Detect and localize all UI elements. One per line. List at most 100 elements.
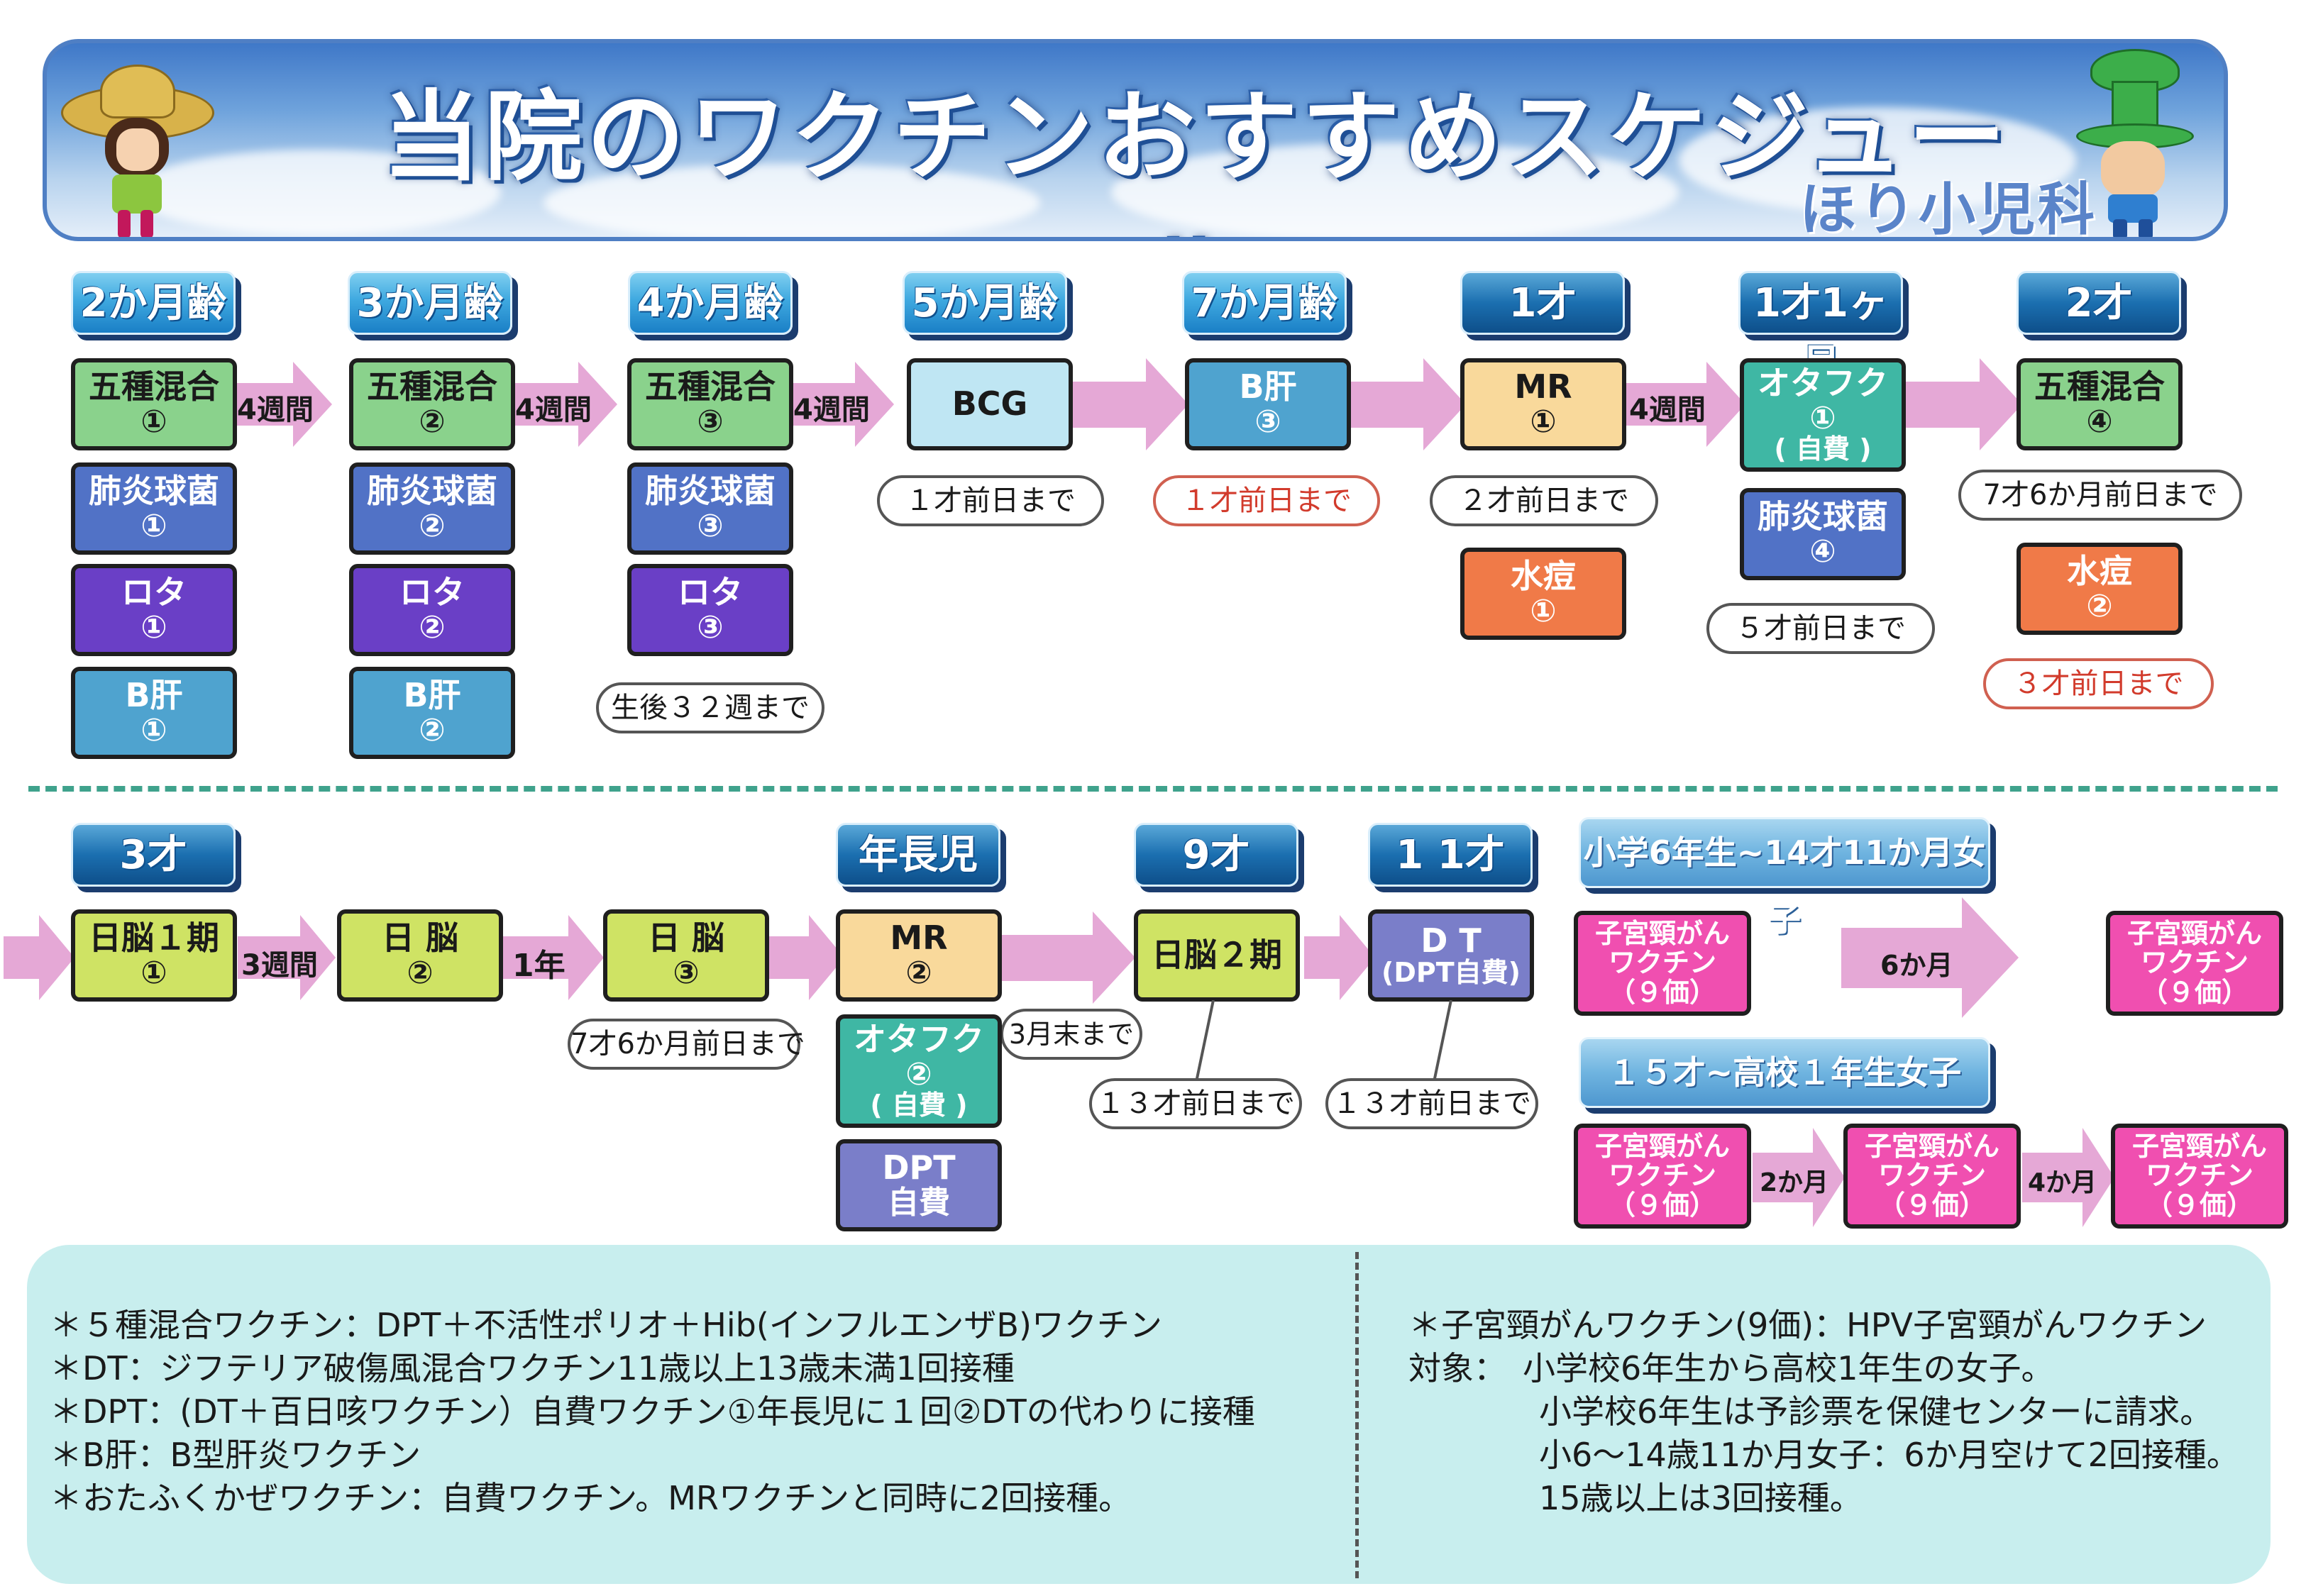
- dose-number: ②: [419, 712, 446, 749]
- footnote-left-line: ＊B肝：B型肝炎ワクチン: [50, 1436, 421, 1474]
- vaccine-valency: （９価）: [1877, 1189, 1986, 1221]
- age-badge-kindergarten-senior: 年長児: [836, 823, 1000, 887]
- vaccine-name: 子宮頸がん: [1864, 1131, 1999, 1163]
- vaccine-name: 五種混合: [645, 367, 776, 406]
- self-pay-label: 自費: [888, 1185, 950, 1221]
- vaccine-name: 子宮頸がん: [2131, 1131, 2267, 1163]
- vaccine-box-varicella-2: 水痘 ②: [2017, 543, 2183, 635]
- footnote-panel: [27, 1245, 2271, 1584]
- note-mr2-limit: 3月末まで: [1000, 1009, 1142, 1060]
- footnote-left-line: ＊５種混合ワクチン：DPT＋不活性ポリオ＋Hib(インフルエンザB)ワクチン: [50, 1306, 1162, 1344]
- header-banner: 当院のワクチンおすすめスケジュール ほり小児科: [43, 39, 2228, 241]
- dose-number: ④: [1809, 533, 1836, 570]
- vaccine-name: 日脳２期: [1152, 936, 1282, 975]
- vaccine-name: B肝: [125, 676, 183, 715]
- dose-number: ③: [697, 609, 724, 646]
- vaccine-name: ワクチン: [1608, 947, 1716, 979]
- interval-arrow: [500, 915, 605, 1000]
- vaccine-box-hepb-3: B肝 ③: [1185, 358, 1351, 450]
- clinic-name: ほり小児科: [1799, 177, 2097, 241]
- vaccine-name: 肺炎球菌: [645, 472, 776, 511]
- note-varicella-limit: ３才前日まで: [1983, 658, 2214, 709]
- interval-arrow: [233, 362, 332, 447]
- vaccine-box-varicella-1: 水痘 ①: [1460, 548, 1626, 640]
- dose-number: ②: [905, 955, 932, 992]
- vaccine-name: ワクチン: [2145, 1160, 2253, 1192]
- self-pay-label: ( 自費 ): [870, 1090, 968, 1121]
- vaccine-box-hepb-1: B肝 ①: [71, 667, 237, 759]
- section-header-hpv-15plus: １５才~高校１年生女子: [1579, 1037, 1990, 1108]
- vaccine-name: オタフク: [854, 1019, 984, 1058]
- dose-number: ③: [697, 508, 724, 545]
- footnote-left-line: ＊おたふくかぜワクチン：自費ワクチン。MRワクチンと同時に2回接種。: [50, 1479, 1132, 1517]
- interval-arrow: [1068, 358, 1188, 450]
- footnote-right-line: 小学校6年生は予診票を保健センターに請求。: [1408, 1392, 2213, 1431]
- age-badge-2-years: 2才: [2017, 271, 2181, 335]
- hpv-vaccine-box: 子宮頸がん ワクチン （９価）: [2106, 911, 2283, 1016]
- note-je2-limit: １３才前日まで: [1089, 1078, 1302, 1129]
- vaccine-valency: （９価）: [1608, 1189, 1716, 1221]
- cloud-decoration: [132, 150, 501, 235]
- vaccine-box-pneumococcal-1: 肺炎球菌 ①: [71, 462, 237, 555]
- dose-number: ②: [419, 609, 446, 646]
- vaccine-box-mumps-1: オタフク ① ( 自費 ): [1740, 358, 1906, 472]
- vaccine-box-je-1: 日脳１期 ①: [71, 909, 237, 1002]
- vaccine-name: 五種混合: [2034, 367, 2165, 406]
- age-badge-4-months: 4か月齢: [628, 271, 793, 335]
- interval-label: 4週間: [515, 394, 592, 426]
- vaccine-name: ロタ: [678, 573, 743, 612]
- interval-label: 3週間: [241, 949, 318, 982]
- interval-label: 6か月: [1880, 950, 1953, 981]
- self-pay-label: ( 自費 ): [1774, 433, 1872, 465]
- interval-arrow: [789, 362, 894, 447]
- vaccine-box-je-phase-2: 日脳２期: [1134, 909, 1300, 1002]
- vaccine-box-rota-1: ロタ ①: [71, 564, 237, 656]
- interval-arrow: [4, 915, 75, 1000]
- dose-number: ②: [905, 1055, 932, 1092]
- cloud-decoration: [544, 164, 1040, 237]
- vaccine-valency: （９価）: [1608, 976, 1716, 1008]
- vaccine-name: ロタ: [399, 573, 465, 612]
- age-badge-2-months: 2か月齢: [71, 271, 236, 335]
- vaccine-name: BCG: [951, 384, 1028, 423]
- hpv-vaccine-box: 子宮頸がん ワクチン （９価）: [2111, 1124, 2288, 1229]
- dose-number: ①: [1530, 593, 1557, 630]
- note-je-limit: 7才6か月前日まで: [568, 1019, 805, 1070]
- age-badge-11-years: 1 1才: [1368, 823, 1533, 887]
- vaccine-name: 子宮頸がん: [2126, 918, 2262, 950]
- footnote-right-line: 15歳以上は3回接種。: [1408, 1479, 1863, 1517]
- age-badge-3-years: 3才: [71, 823, 236, 887]
- vaccine-name: 日脳１期: [89, 919, 219, 958]
- interval-label: 1年: [512, 948, 566, 984]
- vaccine-box-dpt-self-pay: DPT 自費: [836, 1139, 1002, 1231]
- dose-number: ③: [1254, 404, 1281, 440]
- footnote-right-line: 小6～14歳11か月女子：6か月空けて2回接種。: [1408, 1436, 2239, 1474]
- page-title: 当院のワクチンおすすめスケジュール: [382, 80, 2011, 237]
- vaccine-name: D T: [1420, 921, 1482, 960]
- interval-arrow: [766, 915, 844, 1000]
- vaccine-box-mumps-2: オタフク ② ( 自費 ): [836, 1014, 1002, 1128]
- note-dt-limit: １３才前日まで: [1325, 1078, 1538, 1129]
- vaccine-box-rota-2: ロタ ②: [349, 564, 515, 656]
- interval-arrow: [1902, 358, 2022, 450]
- vaccine-valency: （９価）: [2145, 1189, 2253, 1221]
- footnote-left-line: ＊DT：ジフテリア破傷風混合ワクチン11歳以上13歳未満1回接種: [50, 1349, 1015, 1387]
- vaccine-name: DPT: [882, 1148, 956, 1187]
- vaccine-name: 肺炎球菌: [367, 472, 497, 511]
- vaccine-box-je-2: 日 脳 ②: [337, 909, 503, 1002]
- note-rota-limit: 生後３２週まで: [596, 682, 824, 733]
- footnote-left-line: ＊DPT：(DT＋百日咳ワクチン）自費ワクチン①年長児に１回②DTの代わりに接種: [50, 1392, 1255, 1431]
- note-bcg-limit: １才前日まで: [877, 475, 1104, 526]
- interval-arrow: [2022, 1128, 2114, 1227]
- note-mr-limit: ２才前日まで: [1430, 475, 1658, 526]
- vaccine-name: 水痘: [1511, 557, 1576, 596]
- vaccine-name: ワクチン: [1608, 1160, 1716, 1192]
- note-dpt4-limit: 7才6か月前日まで: [1958, 470, 2242, 521]
- vaccine-name: B肝: [1239, 367, 1297, 406]
- vaccine-box-hepb-2: B肝 ②: [349, 667, 515, 759]
- vaccine-name: MR: [1514, 367, 1572, 406]
- age-badge-3-months: 3か月齢: [348, 271, 512, 335]
- age-badge-1-year: 1才: [1460, 271, 1625, 335]
- vaccine-box-mr-2: MR ②: [836, 909, 1002, 1002]
